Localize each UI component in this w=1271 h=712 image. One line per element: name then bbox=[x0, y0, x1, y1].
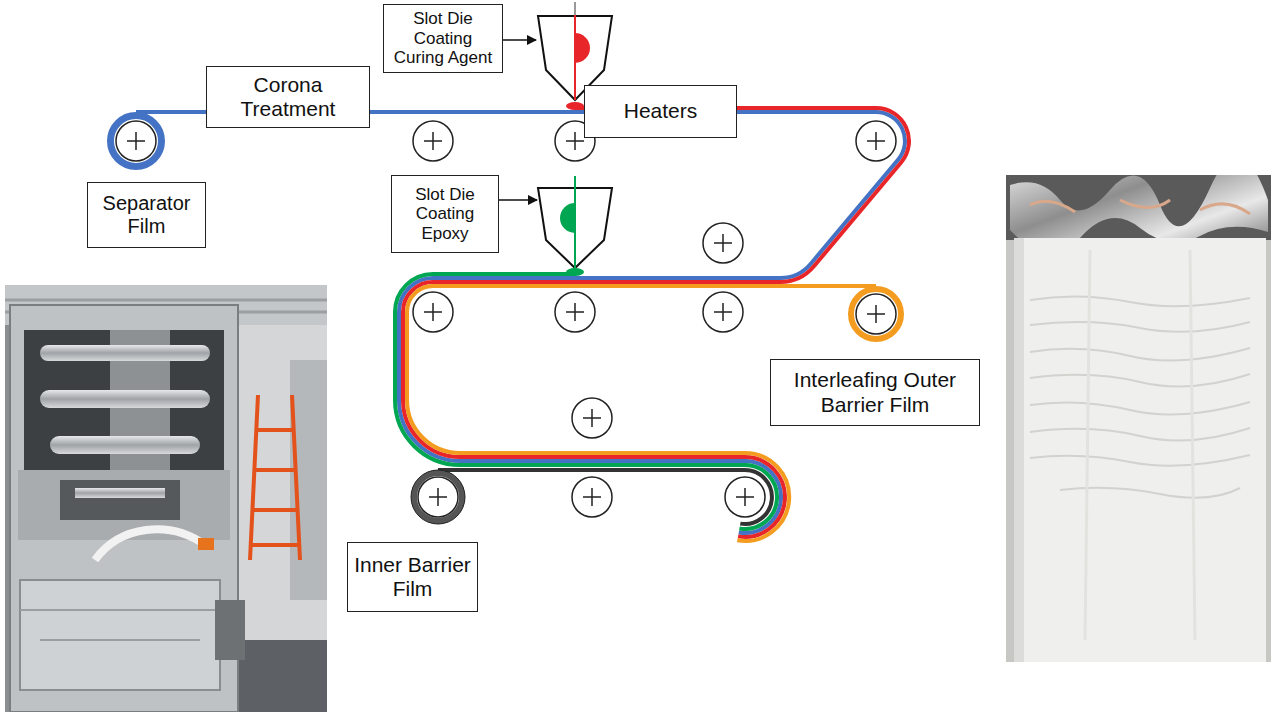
die-reservoir bbox=[575, 33, 590, 63]
web-connector bbox=[370, 110, 584, 114]
text-wrap: Slot Die Coating Epoxy bbox=[398, 185, 492, 244]
process-box: Inner Barrier Film bbox=[347, 542, 478, 612]
die-slot bbox=[574, 176, 576, 268]
machine-roller bbox=[40, 390, 210, 408]
machine-tray bbox=[20, 580, 220, 690]
machine-frame bbox=[10, 305, 238, 712]
photo-ground bbox=[1006, 175, 1271, 662]
text-wrap: Interleafing Outer Barrier Film bbox=[778, 368, 973, 416]
film-fold bbox=[1085, 250, 1195, 640]
box-label: Heaters bbox=[624, 99, 698, 123]
supply-roll bbox=[411, 470, 465, 524]
roll-ring bbox=[414, 473, 462, 521]
curing-agent-layer bbox=[403, 108, 909, 537]
text-wrap: Heaters bbox=[624, 99, 698, 123]
roll-ring bbox=[851, 289, 901, 339]
machine-deck bbox=[18, 470, 230, 540]
roll-core bbox=[116, 121, 156, 161]
gauge-box bbox=[215, 600, 245, 660]
text-wrap: Separator Film bbox=[94, 192, 199, 238]
coating-bead bbox=[566, 102, 584, 110]
process-box: Slot Die Coating Epoxy bbox=[391, 175, 499, 253]
supply-roll bbox=[111, 116, 162, 167]
roll-cross bbox=[127, 132, 145, 150]
film-photo bbox=[1006, 175, 1271, 662]
hose bbox=[95, 529, 205, 560]
roll-core bbox=[418, 477, 458, 517]
box-label: Slot Die Coating Epoxy bbox=[398, 185, 492, 244]
machine-photo bbox=[5, 285, 327, 712]
box-label: Slot Die Coating Curing Agent bbox=[390, 9, 496, 68]
slot-die-epoxy bbox=[538, 176, 612, 276]
machine-roller bbox=[50, 436, 200, 454]
machine-roller bbox=[40, 345, 210, 361]
process-box: Heaters bbox=[584, 85, 737, 138]
process-box: Slot Die Coating Curing Agent bbox=[383, 4, 503, 73]
head-plate bbox=[75, 488, 165, 498]
roll-core bbox=[856, 294, 896, 334]
text-wrap: Inner Barrier Film bbox=[352, 553, 474, 601]
leader-arrow bbox=[499, 199, 537, 201]
die-reservoir bbox=[560, 203, 575, 233]
tray-edge bbox=[20, 610, 220, 640]
photo-ground bbox=[5, 285, 327, 712]
box-label: Inner Barrier Film bbox=[352, 553, 474, 601]
die-slot bbox=[574, 2, 576, 100]
film-sheet bbox=[1014, 238, 1266, 662]
ladder bbox=[250, 395, 300, 560]
process-box: Interleafing Outer Barrier Film bbox=[770, 359, 980, 426]
roll-ring bbox=[111, 116, 162, 167]
die-feed bbox=[574, 2, 576, 15]
roll-cross bbox=[429, 488, 447, 506]
film-shadow bbox=[1014, 238, 1024, 662]
machine-window bbox=[24, 330, 224, 470]
text-wrap: Slot Die Coating Curing Agent bbox=[390, 9, 496, 68]
box-label: Separator Film bbox=[94, 192, 199, 238]
process-box: Corona Treatment bbox=[206, 66, 370, 128]
foil-crumple bbox=[1030, 200, 1250, 214]
coating-bead bbox=[566, 268, 584, 276]
box-label: Corona Treatment bbox=[228, 73, 348, 121]
text-wrap: Corona Treatment bbox=[228, 73, 348, 121]
leader-arrow bbox=[502, 39, 536, 41]
inner-barrier-web bbox=[438, 470, 772, 524]
separator-web bbox=[136, 110, 206, 114]
coating-head bbox=[60, 480, 180, 520]
back-wall bbox=[235, 325, 327, 655]
roll-cross bbox=[867, 305, 885, 323]
process-box: Separator Film bbox=[87, 182, 206, 248]
roll-outline bbox=[411, 470, 465, 524]
box-label: Interleafing Outer Barrier Film bbox=[778, 368, 973, 416]
film-wrinkles bbox=[1030, 296, 1250, 497]
hose-fitting bbox=[198, 538, 214, 550]
supply-roll bbox=[851, 289, 901, 339]
